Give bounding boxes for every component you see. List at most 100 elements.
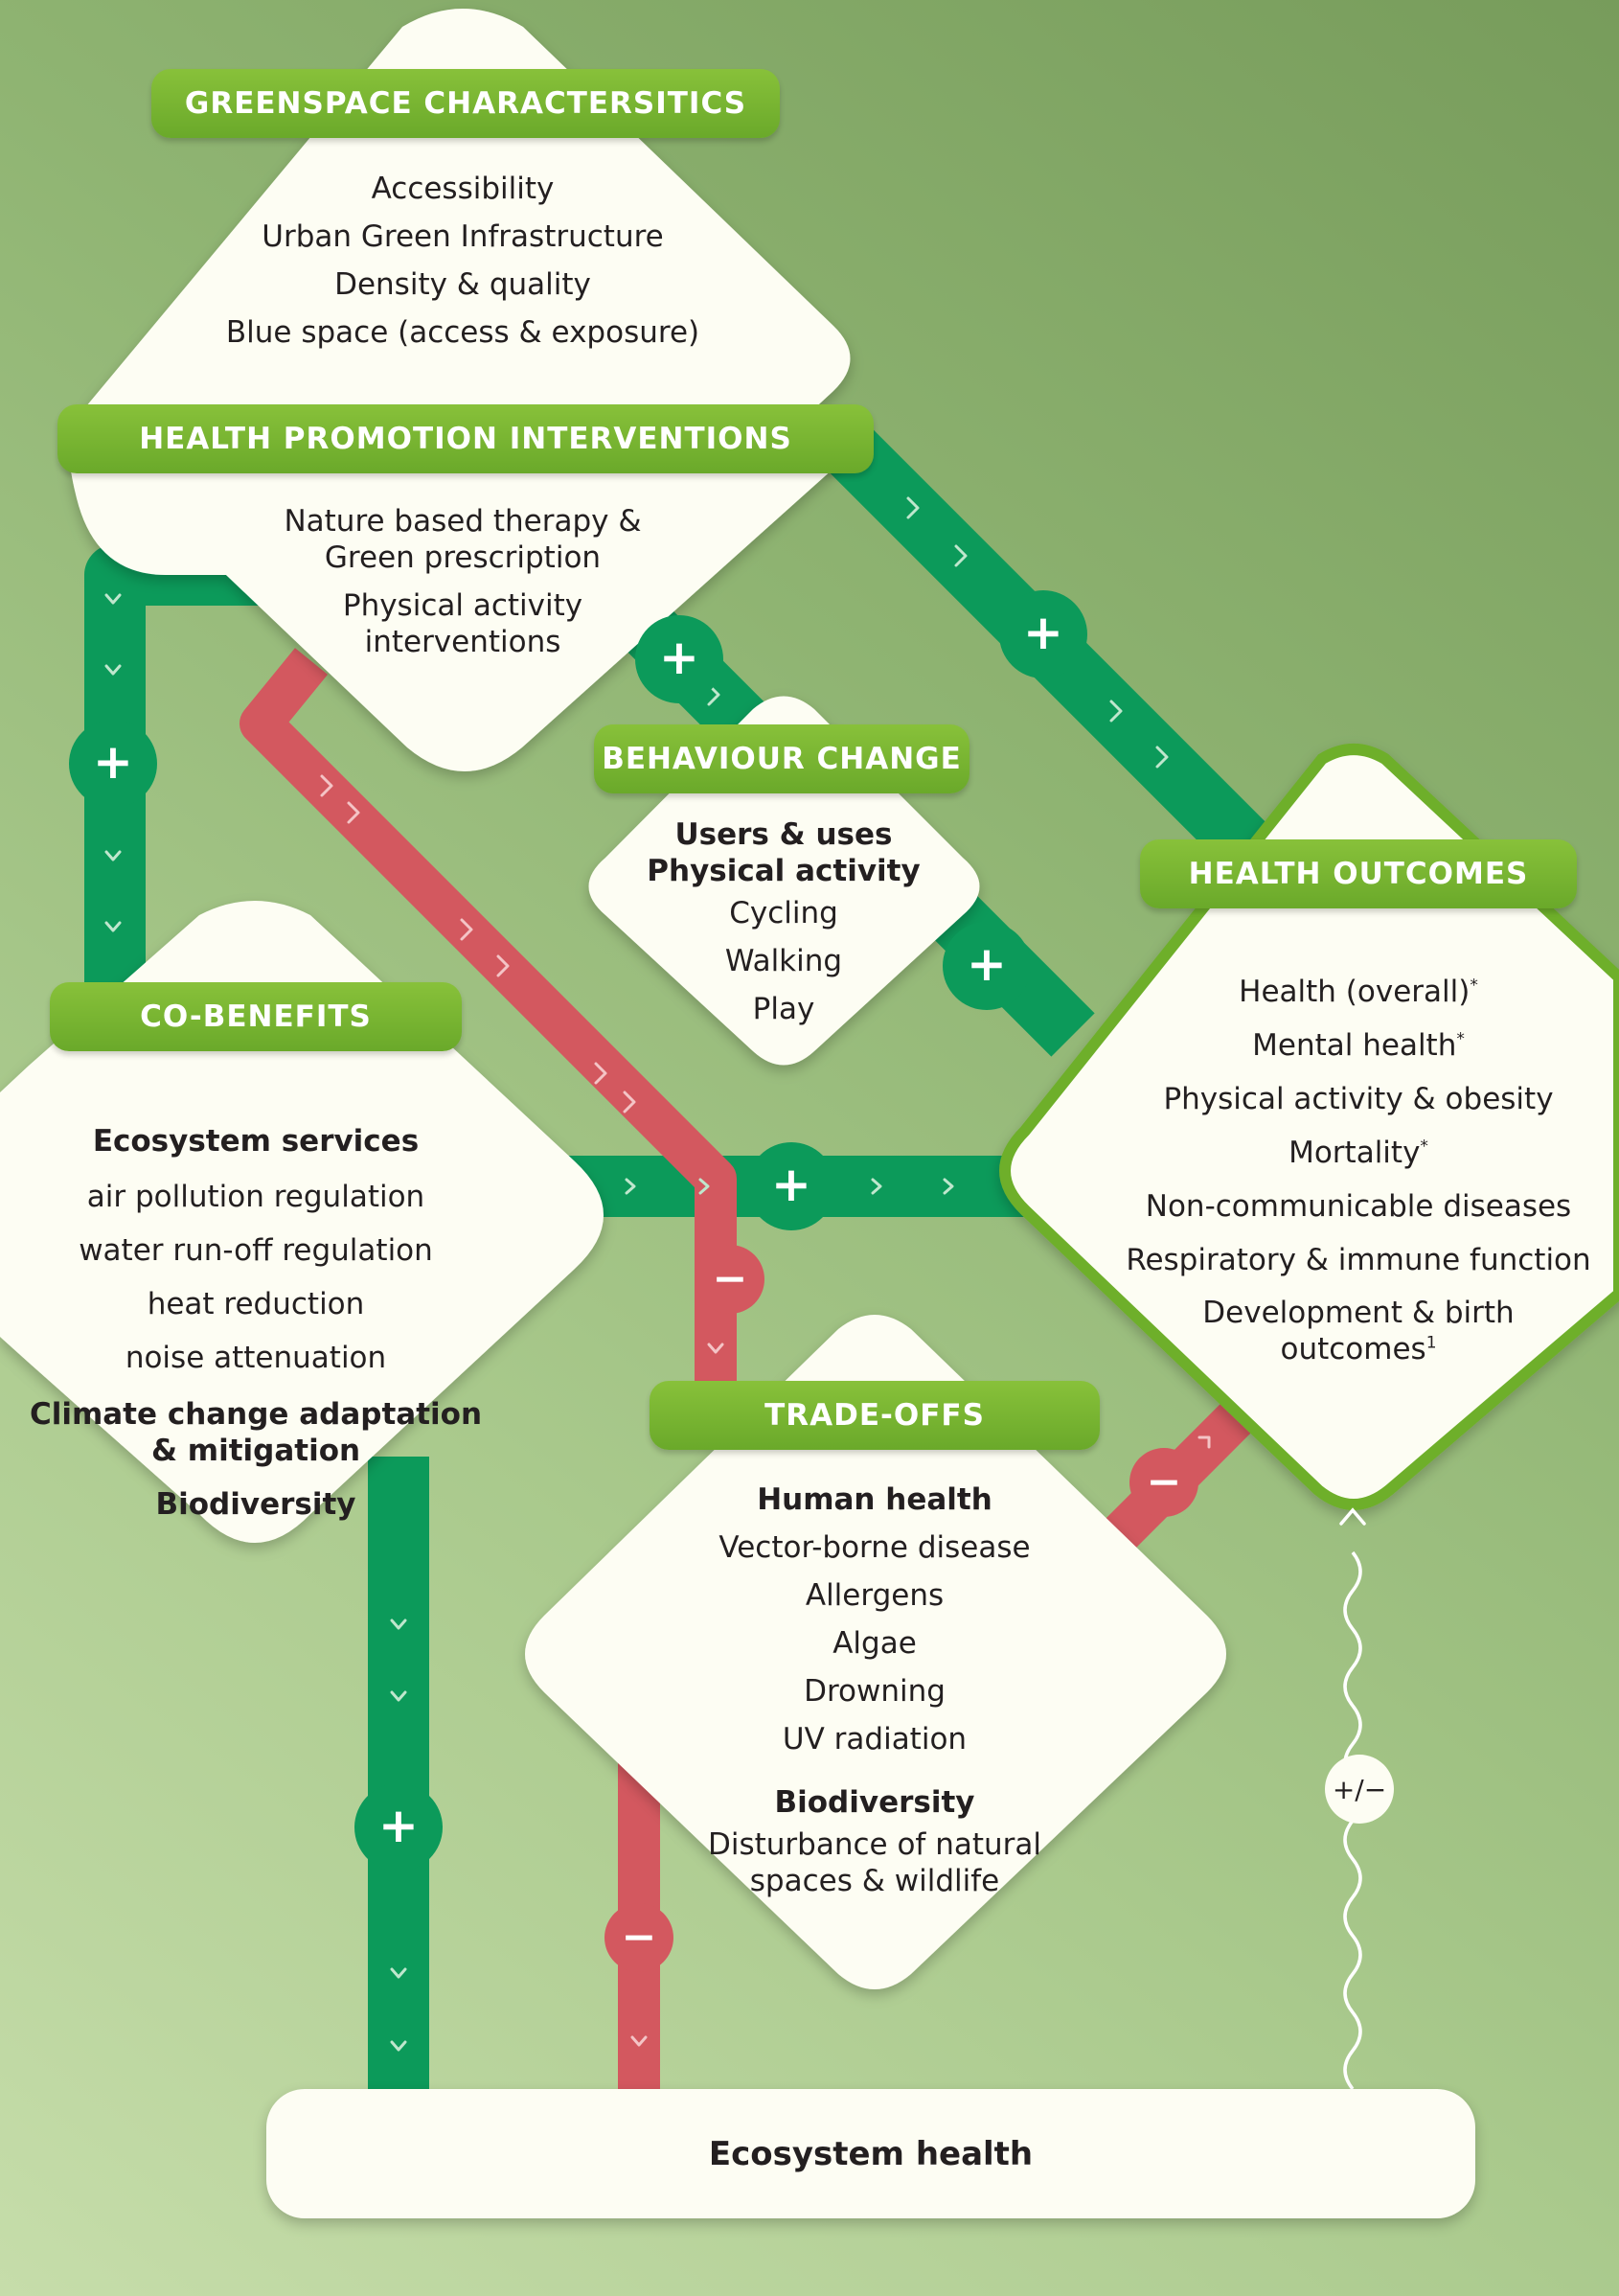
co-benefits-content: Ecosystem services air pollution regulat… — [16, 1113, 495, 1528]
chevron-diagonal-icon — [1197, 1435, 1211, 1449]
plus-sign: + — [747, 1142, 835, 1230]
health-outcome-item: Health (overall)* — [1119, 965, 1598, 1019]
greenspace-item: Blue space (access & exposure) — [225, 315, 700, 350]
chevron-down-icon — [707, 1343, 724, 1354]
co-benefits-item: noise attenuation — [125, 1341, 387, 1375]
plus-symbol: + — [659, 630, 699, 685]
chevron-down-icon — [104, 850, 122, 861]
greenspace-item: Urban Green Infrastructure — [262, 219, 664, 254]
behaviour-change-label: BEHAVIOUR CHANGE — [594, 724, 969, 793]
health-outcomes-label: HEALTH OUTCOMES — [1140, 839, 1577, 908]
co-benefits-item: water run-off regulation — [79, 1233, 433, 1268]
co-benefits-heading: Biodiversity — [155, 1487, 356, 1522]
trade-offs-item: spaces & wildlife — [749, 1864, 1000, 1898]
co-benefits-label: CO-BENEFITS — [50, 982, 462, 1051]
health-promotion-item: Green prescription — [324, 540, 602, 575]
minus-symbol: − — [713, 1254, 748, 1303]
greenspace-label: GREENSPACE CHARACTERSITICS — [151, 69, 780, 138]
chevron-right-icon — [943, 1178, 954, 1195]
plus-sign: + — [999, 590, 1087, 678]
health-outcome-item: Development & birth — [1202, 1296, 1515, 1330]
health-outcome-item: Mortality* — [1119, 1126, 1598, 1180]
trade-offs-heading: Human health — [757, 1482, 992, 1517]
trade-offs-content: Human health Vector-borne disease Allerg… — [635, 1476, 1114, 1899]
co-benefits-heading: Climate change adaptation — [29, 1397, 483, 1432]
behaviour-change-item: Play — [752, 992, 815, 1026]
minus-symbol: − — [1147, 1458, 1182, 1506]
chevron-right-icon — [698, 1178, 710, 1195]
health-outcomes-title: HEALTH OUTCOMES — [1188, 857, 1529, 891]
ecosystem-health-box: Ecosystem health — [266, 2089, 1475, 2218]
co-benefits-item: air pollution regulation — [86, 1180, 425, 1214]
chevron-diagonal-icon — [623, 1091, 636, 1114]
asterisk-mark: * — [1420, 1137, 1428, 1157]
health-outcome-text: outcomes — [1280, 1332, 1426, 1366]
minus-sign: − — [1129, 1448, 1198, 1517]
behaviour-change-content: Users & uses Physical activity Cycling W… — [592, 816, 975, 1033]
health-promotion-box — [98, 422, 856, 771]
plus-symbol: + — [967, 936, 1007, 992]
plus-sign: + — [635, 615, 723, 703]
co-benefits-title: CO-BENEFITS — [140, 999, 372, 1034]
plus-minus-sign: +/− — [1325, 1755, 1394, 1824]
arrow-up-icon — [1339, 1507, 1366, 1526]
plus-minus-symbol: +/− — [1333, 1774, 1386, 1805]
health-outcome-text: Mental health — [1252, 1028, 1457, 1063]
chevron-diagonal-icon — [496, 954, 510, 977]
health-outcome-item: Non-communicable diseases — [1145, 1189, 1572, 1224]
trade-offs-item: Vector-borne disease — [718, 1530, 1031, 1565]
footnote-mark: 1 — [1425, 1333, 1437, 1353]
chevron-right-icon — [871, 1178, 882, 1195]
behaviour-change-heading: Physical activity — [647, 854, 921, 888]
trade-offs-title: TRADE-OFFS — [764, 1398, 985, 1433]
health-outcome-text: Health (overall) — [1239, 975, 1471, 1009]
trade-offs-box — [525, 1315, 1226, 1989]
chevron-down-icon — [390, 1690, 407, 1702]
minus-symbol: − — [622, 1913, 657, 1962]
chevron-down-icon — [104, 593, 122, 605]
trade-offs-item: UV radiation — [782, 1722, 968, 1756]
health-promotion-item: Physical activity — [342, 588, 583, 623]
chevron-down-icon — [390, 2040, 407, 2052]
trade-offs-label: TRADE-OFFS — [650, 1381, 1100, 1450]
chevron-diagonal-icon — [347, 801, 360, 824]
chevron-down-icon — [630, 2035, 648, 2047]
greenspace-item: Density & quality — [334, 267, 591, 302]
behaviour-change-item: Cycling — [729, 896, 838, 930]
health-outcome-item: Mental health* — [1119, 1019, 1598, 1072]
plus-symbol: + — [378, 1798, 419, 1853]
plus-symbol: + — [93, 734, 133, 790]
ecosystem-health-label: Ecosystem health — [708, 2134, 1034, 2173]
chevron-diagonal-icon — [1109, 700, 1123, 723]
trade-offs-item: Disturbance of natural — [707, 1827, 1041, 1862]
chevron-diagonal-icon — [954, 544, 968, 567]
behaviour-change-item: Walking — [724, 944, 843, 978]
plus-symbol: + — [771, 1157, 811, 1212]
trade-offs-item: Allergens — [805, 1578, 945, 1613]
chevron-diagonal-icon — [906, 496, 920, 519]
co-benefits-heading: & mitigation — [150, 1434, 361, 1468]
plus-symbol: + — [1023, 605, 1063, 660]
minus-sign: − — [604, 1903, 673, 1972]
behaviour-change-heading: Users & uses — [674, 817, 893, 852]
chevron-down-icon — [104, 664, 122, 676]
plus-sign: + — [943, 922, 1031, 1010]
co-benefits-item: heat reduction — [147, 1287, 365, 1321]
health-outcome-text: Mortality — [1288, 1136, 1421, 1170]
health-outcome-item: outcomes1 — [1119, 1331, 1598, 1367]
health-promotion-title: HEALTH PROMOTION INTERVENTIONS — [139, 422, 792, 456]
asterisk-mark: * — [1456, 1029, 1465, 1049]
chevron-diagonal-icon — [320, 774, 333, 797]
plus-sign: + — [69, 720, 157, 808]
co-benefits-box — [0, 901, 604, 1543]
trade-offs-heading: Biodiversity — [774, 1785, 975, 1820]
health-outcomes-content: Health (overall)* Mental health* Physica… — [1119, 965, 1598, 1367]
health-promotion-item: Nature based therapy & — [284, 504, 642, 539]
plus-sign: + — [354, 1783, 443, 1871]
greenspace-content: Accessibility Urban Green Infrastructure… — [175, 165, 750, 356]
trade-offs-item: Algae — [832, 1626, 917, 1661]
asterisk-mark: * — [1470, 976, 1478, 996]
co-benefits-heading: Ecosystem services — [92, 1124, 420, 1159]
chevron-diagonal-icon — [594, 1062, 607, 1085]
